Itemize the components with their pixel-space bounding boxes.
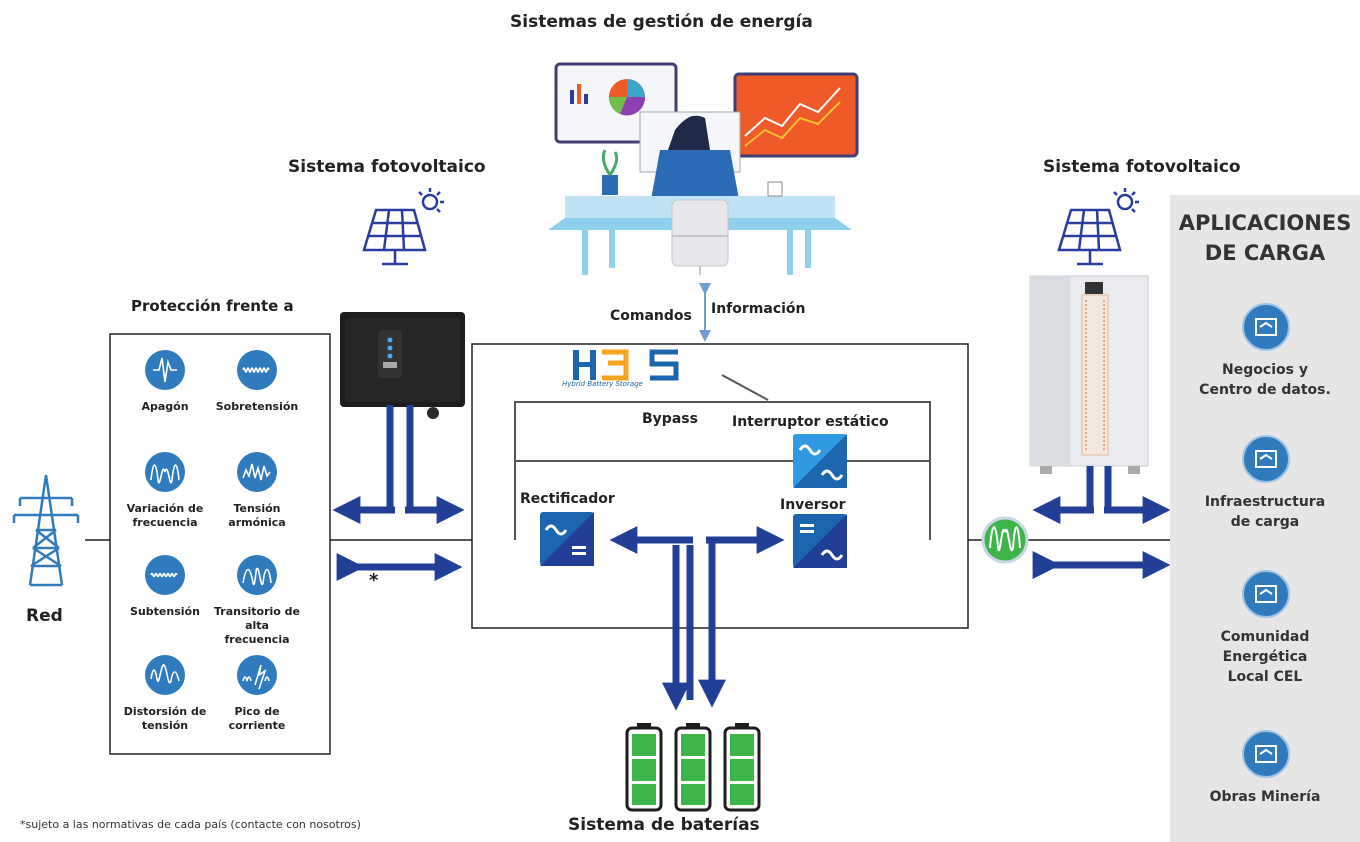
commands-label: Comandos — [610, 308, 692, 324]
battery-icons — [625, 723, 761, 812]
pv-left-title: Sistema fotovoltaico — [288, 157, 486, 177]
protection-item-label: Subtensión — [130, 605, 200, 618]
high-frequency-transient-icon — [237, 555, 277, 595]
bypass-switch-blade — [721, 374, 769, 401]
flow-arrows — [332, 405, 1171, 711]
hbs-logo-subtitle: Hybrid Battery Storage — [562, 380, 643, 388]
frequency-variation-icon — [145, 452, 185, 492]
battery-icon — [723, 723, 761, 812]
undervoltage-icon — [145, 555, 185, 595]
protection-item-label: Sobretensión — [215, 400, 299, 413]
sidebar-item-label: Energética — [1222, 649, 1308, 665]
static-switch-label: Interruptor estático — [732, 414, 889, 430]
load-applications-panel: APLICACIONES DE CARGA Negocios y Centro d… — [1170, 195, 1360, 842]
information-label: Información — [711, 301, 806, 317]
grid-label: Red — [26, 606, 63, 626]
pv-right-title: Sistema fotovoltaico — [1043, 157, 1241, 177]
factory-house-icon — [1242, 303, 1290, 351]
ups-cabinet-device — [1029, 275, 1149, 474]
rectifier-block-icon — [540, 512, 594, 566]
ems-illustration — [548, 62, 859, 275]
battery-icon — [674, 723, 712, 812]
static-switch-block-icon — [793, 434, 847, 488]
protection-item-label: Pico de corriente — [228, 705, 286, 732]
harmonic-voltage-icon — [237, 452, 277, 492]
solar-panel-icon-right — [1057, 188, 1139, 266]
rectifier-label: Rectificador — [520, 491, 615, 507]
battery-title: Sistema de baterías — [568, 815, 760, 835]
protection-title: Protección frente a — [131, 297, 294, 315]
sidebar-item-label: Infraestructura — [1204, 494, 1326, 510]
footnote: *sujeto a las normativas de cada país (c… — [20, 818, 361, 831]
blackout-icon — [145, 350, 185, 390]
solar-panel-icon-left — [362, 188, 444, 266]
inverter-label: Inversor — [780, 497, 846, 513]
sidebar-item-label: Local CEL — [1227, 669, 1303, 685]
ev-charging-icon — [1242, 435, 1290, 483]
asterisk-mark: * — [369, 570, 379, 591]
hbs-logo — [573, 349, 679, 381]
sidebar-item-label: Centro de datos. — [1199, 382, 1331, 398]
voltage-distortion-icon — [145, 655, 185, 695]
bypass-label: Bypass — [642, 411, 698, 427]
protection-box — [109, 333, 331, 755]
sidebar-title-line2: DE CARGA — [1204, 241, 1326, 265]
sidebar-item-label: Obras Minería — [1209, 789, 1321, 805]
sidebar-item-label: de carga — [1230, 514, 1300, 530]
pv-inverter-device — [340, 312, 465, 419]
inverter-block-icon — [793, 514, 847, 568]
sidebar-title-line1: APLICACIONES — [1178, 211, 1352, 235]
bypass-line — [514, 401, 931, 540]
mining-works-icon — [1242, 730, 1290, 778]
battery-icon — [625, 723, 663, 812]
transmission-tower-icon — [12, 474, 80, 587]
protection-item-label: Tensión armónica — [228, 502, 286, 529]
ems-title: Sistemas de gestión de energía — [510, 12, 813, 32]
protection-item-label: Distorsión de tensión — [123, 705, 207, 732]
protection-item-label: Apagón — [141, 400, 189, 413]
hbs-box — [471, 343, 969, 629]
protection-item-label: Transitorio de alta frecuencia — [213, 605, 301, 646]
sine-wave-icon — [981, 516, 1029, 564]
overvoltage-icon — [237, 350, 277, 390]
sidebar-item-label: Comunidad — [1220, 629, 1310, 645]
sidebar-item-label: Negocios y — [1222, 362, 1308, 378]
community-energy-icon — [1242, 570, 1290, 618]
current-spike-icon — [237, 655, 277, 695]
protection-item-label: Variación de frecuencia — [126, 502, 204, 529]
